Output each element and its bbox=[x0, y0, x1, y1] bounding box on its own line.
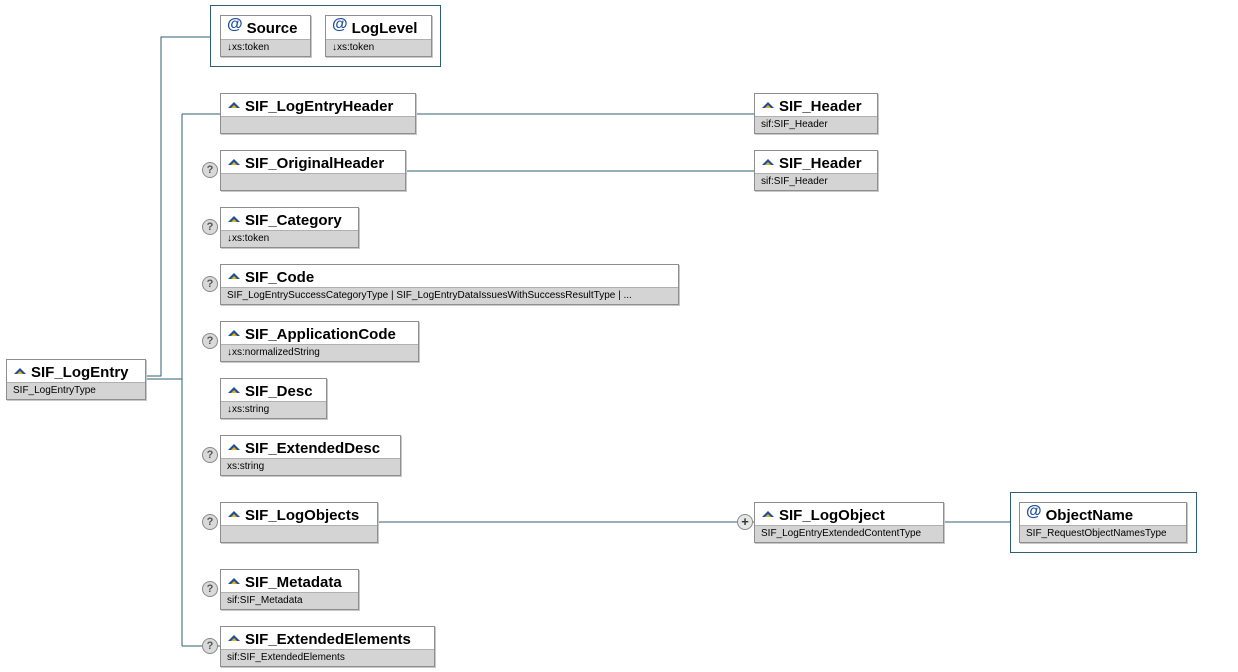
element-type bbox=[221, 116, 415, 133]
element-icon bbox=[228, 159, 240, 165]
question-icon: ? bbox=[202, 447, 218, 463]
attribute-source[interactable]: @ Source ↓xs:token bbox=[220, 15, 311, 57]
question-icon: ? bbox=[202, 276, 218, 292]
attribute-type: ↓xs:token bbox=[221, 39, 310, 56]
element-icon bbox=[228, 635, 240, 641]
element-type: xs:string bbox=[221, 458, 400, 475]
element-name: SIF_LogObject bbox=[779, 506, 885, 524]
element-name: SIF_ExtendedElements bbox=[245, 630, 411, 648]
element-sif-desc[interactable]: SIF_Desc ↓xs:string bbox=[220, 378, 327, 419]
element-name: SIF_OriginalHeader bbox=[245, 154, 385, 172]
element-type: sif:SIF_Header bbox=[755, 116, 877, 133]
element-icon bbox=[228, 578, 240, 584]
element-icon bbox=[228, 102, 240, 108]
attribute-name: ObjectName bbox=[1045, 506, 1134, 524]
element-type: ↓xs:token bbox=[221, 230, 358, 247]
element-sif-extendedelements[interactable]: SIF_ExtendedElements sif:SIF_ExtendedEle… bbox=[220, 626, 435, 667]
element-icon bbox=[762, 102, 774, 108]
element-name: SIF_Category bbox=[245, 211, 342, 229]
element-type: ↓xs:normalizedString bbox=[221, 344, 418, 361]
element-sif-applicationcode[interactable]: SIF_ApplicationCode ↓xs:normalizedString bbox=[220, 321, 419, 362]
element-type: SIF_LogEntrySuccessCategoryType | SIF_Lo… bbox=[221, 287, 678, 304]
question-icon: ? bbox=[202, 581, 218, 597]
element-type bbox=[221, 173, 405, 190]
element-icon bbox=[228, 387, 240, 393]
ref-sif-header-2[interactable]: SIF_Header sif:SIF_Header bbox=[754, 150, 878, 191]
element-type: SIF_LogEntryExtendedContentType bbox=[755, 525, 943, 542]
element-name: SIF_LogEntryHeader bbox=[245, 97, 394, 115]
element-icon bbox=[762, 511, 774, 517]
ref-sif-logobject[interactable]: SIF_LogObject SIF_LogEntryExtendedConten… bbox=[754, 502, 944, 543]
element-name: SIF_Code bbox=[245, 268, 315, 286]
element-sif-metadata[interactable]: SIF_Metadata sif:SIF_Metadata bbox=[220, 569, 359, 610]
element-type bbox=[221, 525, 377, 542]
question-icon: ? bbox=[202, 514, 218, 530]
element-type: ↓xs:string bbox=[221, 401, 326, 418]
element-icon bbox=[762, 159, 774, 165]
question-icon: ? bbox=[202, 638, 218, 654]
attribute-name: Source bbox=[246, 19, 298, 37]
element-name: SIF_Desc bbox=[245, 382, 313, 400]
element-type: sif:SIF_ExtendedElements bbox=[221, 649, 434, 666]
element-sif-logobjects[interactable]: SIF_LogObjects bbox=[220, 502, 378, 543]
element-type: sif:SIF_Metadata bbox=[221, 592, 358, 609]
element-type: sif:SIF_Header bbox=[755, 173, 877, 190]
element-name: SIF_Header bbox=[779, 97, 862, 115]
root-type: SIF_LogEntryType bbox=[7, 382, 145, 399]
element-name: SIF_Header bbox=[779, 154, 862, 172]
attribute-icon: @ bbox=[332, 16, 348, 33]
connector-root-attributes bbox=[146, 36, 210, 377]
question-icon: ? bbox=[202, 333, 218, 349]
attribute-name: LogLevel bbox=[351, 19, 418, 37]
attribute-icon: @ bbox=[1026, 503, 1042, 520]
attribute-type: SIF_RequestObjectNamesType bbox=[1020, 525, 1186, 542]
element-icon bbox=[14, 368, 26, 374]
question-icon: ? bbox=[202, 162, 218, 178]
ref-sif-header-1[interactable]: SIF_Header sif:SIF_Header bbox=[754, 93, 878, 134]
element-sif-originalheader[interactable]: SIF_OriginalHeader bbox=[220, 150, 406, 191]
element-sif-extendeddesc[interactable]: SIF_ExtendedDesc xs:string bbox=[220, 435, 401, 476]
plus-icon[interactable]: + bbox=[737, 514, 753, 530]
element-icon bbox=[228, 330, 240, 336]
element-name: SIF_LogObjects bbox=[245, 506, 360, 524]
attribute-loglevel[interactable]: @ LogLevel ↓xs:token bbox=[325, 15, 432, 57]
element-sif-logentryheader[interactable]: SIF_LogEntryHeader bbox=[220, 93, 416, 134]
element-name: SIF_Metadata bbox=[245, 573, 342, 591]
element-icon bbox=[228, 273, 240, 279]
element-sif-code[interactable]: SIF_Code SIF_LogEntrySuccessCategoryType… bbox=[220, 264, 679, 305]
attribute-type: ↓xs:token bbox=[326, 39, 431, 56]
root-node[interactable]: SIF_LogEntry SIF_LogEntryType bbox=[6, 359, 146, 400]
element-icon bbox=[228, 216, 240, 222]
element-name: SIF_ExtendedDesc bbox=[245, 439, 381, 457]
question-icon: ? bbox=[202, 219, 218, 235]
attribute-icon: @ bbox=[227, 16, 243, 33]
element-icon bbox=[228, 511, 240, 517]
element-sif-category[interactable]: SIF_Category ↓xs:token bbox=[220, 207, 359, 248]
root-name: SIF_LogEntry bbox=[31, 363, 129, 381]
attribute-objectname[interactable]: @ ObjectName SIF_RequestObjectNamesType bbox=[1019, 502, 1187, 543]
element-icon bbox=[228, 444, 240, 450]
element-name: SIF_ApplicationCode bbox=[245, 325, 396, 343]
